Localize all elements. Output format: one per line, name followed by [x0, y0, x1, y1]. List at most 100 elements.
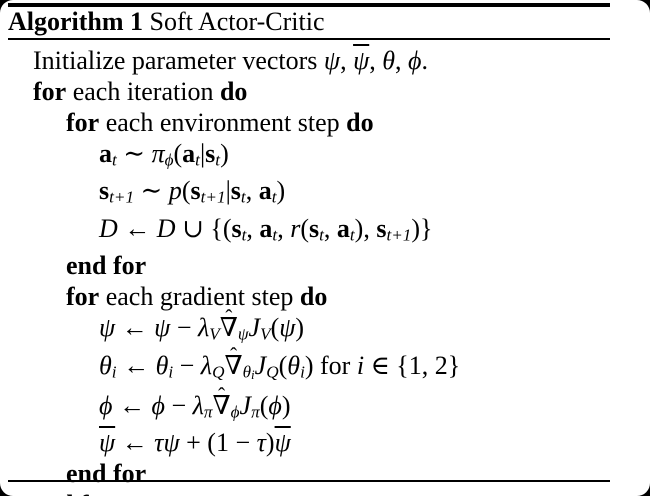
text-segment: for — [33, 77, 67, 106]
nabla-hat-symbol: ˆ∇ — [220, 308, 238, 341]
text-segment: ϕ — [408, 46, 422, 75]
text-segment: , — [395, 46, 408, 75]
text-segment: do — [219, 77, 248, 106]
algorithm-line: end for — [0, 489, 650, 496]
text-segment: J — [239, 390, 252, 420]
text-segment: i — [356, 350, 365, 380]
text-segment: ψ — [154, 313, 171, 343]
text-segment: ( — [278, 350, 288, 380]
algorithm-line: end for — [0, 458, 650, 489]
text-segment: i — [168, 362, 174, 382]
text-segment: ) — [220, 139, 229, 168]
text-segment: Q — [266, 362, 279, 382]
text-segment: θ — [287, 350, 301, 380]
algorithm-line: for each gradient step do — [0, 281, 650, 312]
algorithm-label: Algorithm 1 — [8, 7, 144, 36]
text-segment: π — [251, 402, 260, 422]
text-segment: t — [215, 150, 221, 170]
text-segment: π — [151, 139, 165, 168]
text-segment: − — [170, 313, 198, 343]
text-segment: r — [290, 213, 301, 243]
text-segment: − — [173, 350, 201, 380]
text-segment: s — [190, 176, 201, 206]
text-segment: a — [336, 213, 350, 243]
text-segment: , — [245, 176, 259, 206]
text-segment: + (1 − — [179, 428, 257, 458]
text-segment: ← — [115, 428, 155, 458]
text-segment: τ — [256, 428, 266, 458]
text-segment: ψ — [163, 428, 180, 458]
text-segment: θ — [382, 46, 395, 75]
text-segment: t — [319, 225, 324, 245]
text-segment: , — [369, 46, 383, 75]
text-segment: a — [258, 176, 272, 206]
text-segment: V — [209, 324, 220, 344]
algorithm-line: for each iteration do — [0, 76, 650, 107]
text-segment: a — [182, 139, 196, 168]
text-segment: θ — [155, 350, 169, 380]
hat-base: ∇ — [212, 390, 231, 420]
algorithm-line: Initialize parameter vectors ψ, ψ, θ, ϕ. — [0, 45, 650, 76]
text-segment: ← — [116, 350, 156, 380]
text-segment: . — [421, 46, 428, 75]
text-segment: , — [340, 46, 354, 75]
text-segment: ϕ — [230, 402, 240, 422]
text-segment: ∼ — [116, 139, 152, 168]
text-segment: s — [376, 213, 387, 243]
text-segment: ), — [354, 213, 377, 243]
text-segment: , — [277, 213, 291, 243]
text-segment: i — [111, 362, 117, 382]
top-rule — [8, 3, 610, 7]
text-segment: each environment step — [99, 108, 347, 137]
text-segment: | — [199, 139, 206, 168]
text-segment: each gradient step — [99, 282, 300, 312]
text-segment: i — [251, 366, 255, 382]
nabla-hat-symbol: ˆ∇ — [212, 385, 231, 420]
text-segment: t — [241, 225, 247, 245]
text-segment: end for — [33, 490, 113, 496]
hat-accent: ˆ — [218, 384, 226, 408]
text-segment: a — [99, 139, 112, 168]
text-segment: , — [323, 213, 337, 243]
algorithm-line: end for — [0, 250, 650, 281]
text-segment: ψ — [99, 313, 116, 343]
text-segment: Initialize parameter vectors — [33, 46, 324, 75]
text-segment: ← — [112, 390, 152, 420]
text-segment: ) — [265, 428, 275, 458]
text-segment: ϕ — [164, 150, 174, 170]
text-segment: t — [271, 187, 277, 207]
text-segment: π — [203, 402, 213, 422]
text-segment: ) — [295, 313, 305, 343]
text-segment: ) for — [304, 350, 357, 380]
text-segment: ∪ {( — [175, 213, 232, 243]
text-segment: s — [230, 176, 241, 206]
algorithm-header: Algorithm 1 Soft Actor-Critic — [8, 7, 325, 37]
text-segment: p — [168, 176, 182, 206]
text-segment: λ — [192, 390, 204, 420]
text-segment: J — [248, 313, 261, 343]
text-segment: s — [205, 139, 216, 168]
text-segment: λ — [200, 350, 213, 380]
text-segment: )} — [411, 213, 433, 243]
text-segment: do — [299, 282, 328, 312]
text-segment: ϕ — [268, 390, 282, 420]
text-segment: ( — [270, 313, 280, 343]
text-segment: Q — [212, 362, 225, 382]
text-segment: V — [260, 324, 271, 344]
bottom-rule — [8, 480, 610, 482]
text-segment: s — [308, 213, 320, 243]
text-segment: ψ — [353, 46, 370, 75]
text-segment: , — [246, 213, 260, 243]
text-segment: ψ — [99, 428, 116, 458]
text-segment: ( — [259, 390, 269, 420]
algorithm-title: Soft Actor-Critic — [149, 7, 325, 36]
text-segment: D — [99, 213, 118, 243]
text-segment: ψ — [274, 428, 291, 458]
text-segment: ( — [173, 139, 183, 168]
text-segment: ← — [117, 213, 157, 243]
text-segment: s — [231, 213, 242, 243]
text-segment: ϕ — [151, 390, 165, 420]
